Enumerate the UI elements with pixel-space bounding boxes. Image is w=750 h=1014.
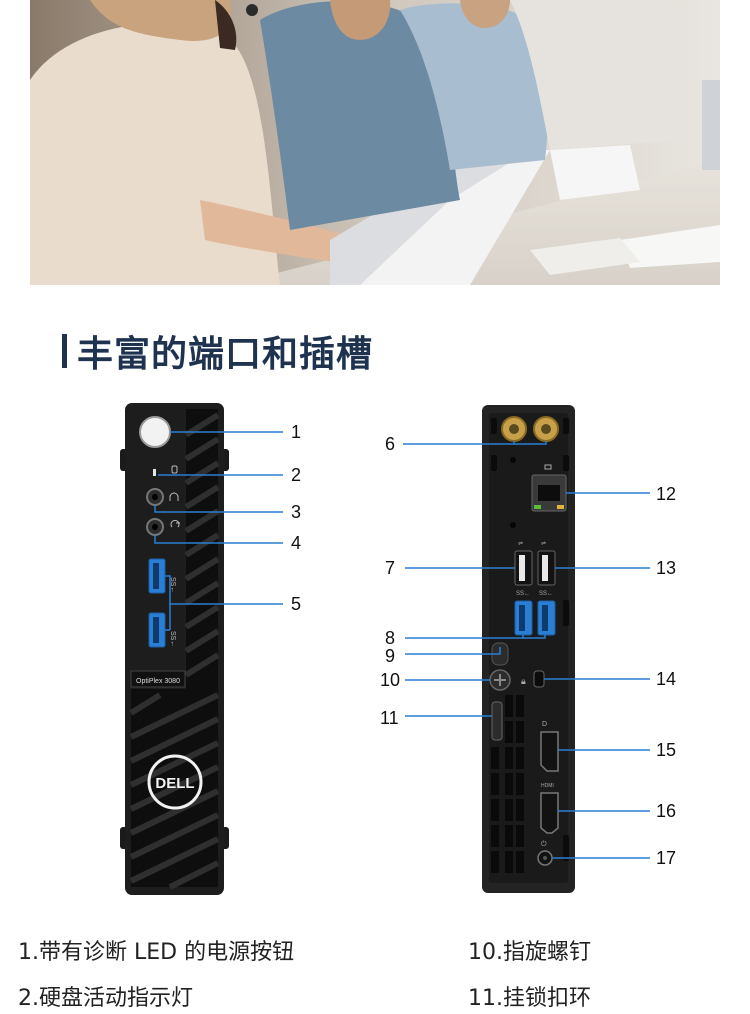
hero-photo	[30, 0, 720, 285]
power-button[interactable]	[139, 416, 171, 448]
svg-text:DELL: DELL	[155, 775, 194, 792]
callout-3: 3	[291, 502, 301, 522]
hdmi-port[interactable]	[540, 792, 559, 834]
headset-icon	[169, 492, 179, 501]
callout-5: 5	[291, 594, 301, 614]
callout-15: 15	[656, 740, 676, 760]
thumbscrew[interactable]	[489, 669, 511, 691]
legend-item-11: 11.挂锁扣环	[468, 986, 591, 1011]
legend-item-2: 2.硬盘活动指示灯	[18, 986, 193, 1011]
rear-usb3-port-2[interactable]	[537, 600, 556, 636]
front-usb-port-2[interactable]	[148, 612, 166, 648]
usb-icon: ⇌	[541, 540, 546, 547]
callout-10: 10	[380, 670, 400, 690]
legend-item-10: 10.指旋螺钉	[468, 940, 591, 965]
displayport-icon: D	[542, 721, 547, 728]
line-out-jack[interactable]	[146, 518, 164, 536]
port-legend: 1.带有诊断 LED 的电源按钮 2.硬盘活动指示灯 10.指旋螺钉 11.挂锁…	[0, 932, 750, 1011]
legend-item-1: 1.带有诊断 LED 的电源按钮	[18, 940, 295, 965]
usb-ss-icon: SS←	[516, 591, 530, 597]
callout-13: 13	[656, 558, 676, 578]
rear-usb3-port-1[interactable]	[514, 600, 533, 636]
callout-8: 8	[385, 628, 395, 648]
drive-activity-icon	[171, 465, 178, 474]
rear-usb2-port-2[interactable]	[537, 550, 556, 586]
line-out-icon	[170, 519, 180, 528]
drive-activity-led	[153, 469, 156, 476]
rear-usb2-port-1[interactable]	[514, 550, 533, 586]
hdmi-icon: HDMI	[541, 783, 554, 789]
heading-accent-bar	[62, 334, 67, 368]
callout-12: 12	[656, 484, 676, 504]
front-view: SS← SS← OptiPlex 3080 DELL	[120, 403, 301, 895]
displayport[interactable]	[540, 731, 559, 772]
rear-vents	[491, 695, 524, 873]
headset-jack[interactable]	[146, 488, 164, 506]
callout-2: 2	[291, 465, 301, 485]
section-title: 丰富的端口和插槽	[77, 334, 374, 375]
network-icon	[544, 464, 552, 470]
callout-14: 14	[656, 669, 676, 689]
callout-4: 4	[291, 533, 301, 553]
ports-diagram: SS← SS← OptiPlex 3080 DELL	[0, 395, 750, 905]
padlock-ring[interactable]	[491, 701, 503, 741]
section-heading: 丰富的端口和插槽	[62, 328, 374, 375]
dell-logo: DELL	[147, 754, 203, 810]
callout-7: 7	[385, 558, 395, 578]
callout-9: 9	[385, 646, 395, 666]
ethernet-port[interactable]	[531, 474, 567, 512]
callout-16: 16	[656, 801, 676, 821]
power-connector[interactable]	[537, 850, 553, 866]
front-callout-lines	[154, 431, 283, 631]
back-callout-lines	[403, 441, 650, 859]
office-scene-image	[30, 0, 720, 285]
front-usb-port-1[interactable]	[148, 558, 166, 594]
callout-17: 17	[656, 848, 676, 868]
usb-ss-icon: SS←	[169, 631, 176, 647]
callout-6: 6	[385, 434, 395, 454]
usb-ss-icon: SS←	[169, 577, 176, 593]
power-connector-icon: ⏻	[541, 840, 547, 848]
callout-1: 1	[291, 422, 301, 442]
callout-11: 11	[380, 708, 399, 728]
model-label: OptiPlex 3080	[136, 678, 180, 685]
antenna-connectors[interactable]	[501, 416, 559, 442]
lock-icon: 🔒︎	[521, 677, 526, 687]
security-lock-slot[interactable]	[533, 670, 545, 688]
usb-icon: ⇌	[518, 540, 523, 547]
back-view: ⇌ ⇌ SS← SS← 🔒︎	[380, 405, 676, 893]
usb-ss-icon: SS←	[539, 591, 553, 597]
